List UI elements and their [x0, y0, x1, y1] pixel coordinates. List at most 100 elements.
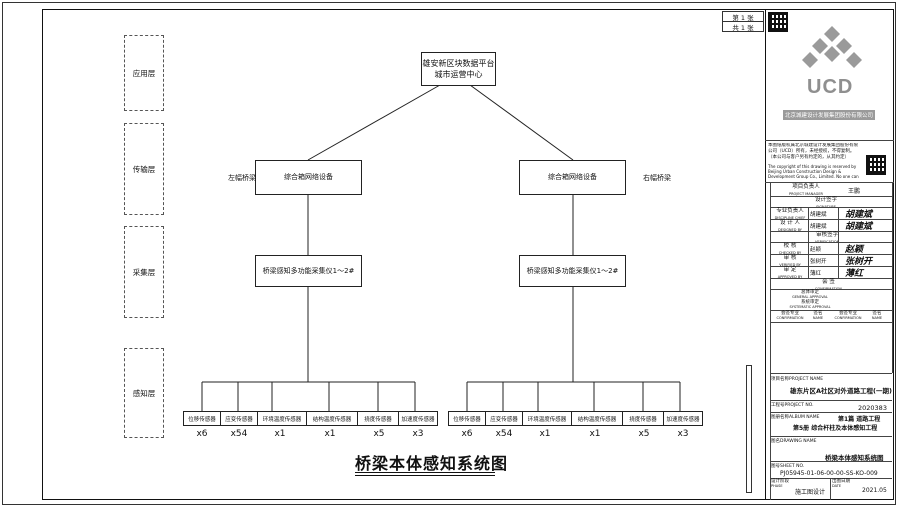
approver-name: 薄红	[810, 271, 822, 277]
tb-vline	[892, 182, 893, 373]
job-no: 2020383	[858, 404, 887, 412]
drawing-name-label: 图名DRAWING NAME	[771, 439, 817, 444]
qr-code-top	[768, 12, 788, 32]
left-bridge-label: 左幅桥梁	[228, 174, 256, 182]
checker-signature: 赵颖	[845, 245, 864, 255]
drawing-title: 桥梁本体感知系统图	[355, 454, 509, 473]
layer-collection: 采集层	[124, 226, 164, 318]
drawing-frame	[42, 9, 894, 500]
count-right-deflection: x5	[638, 429, 650, 439]
tb-line	[765, 182, 894, 183]
sensor-left-displacement: 位移传感器	[183, 411, 221, 426]
tb-vline	[838, 207, 839, 278]
tb-line	[770, 373, 892, 374]
tb-line	[765, 140, 894, 141]
job-no-label: 工程号PROJECT NO.	[771, 403, 814, 408]
sensor-right-displacement: 位移传感器	[448, 411, 486, 426]
sensor-left-acceleration: 加速度传感器	[398, 411, 438, 426]
network-device-left: 综合箱网络设备	[255, 160, 362, 195]
verifier-name: 张树开	[810, 259, 827, 265]
tb-line	[770, 310, 892, 311]
title-underline-1	[355, 472, 495, 473]
sensor-right-env-temp: 环境温度传感器	[522, 411, 572, 426]
album-label: 图册名称ALBUM NAME	[771, 415, 820, 420]
approver-signature: 薄红	[845, 269, 864, 279]
title-strip	[746, 365, 752, 493]
count-left-strain: x54	[230, 429, 248, 439]
project-name-label: 项目名称PROJECT NAME	[771, 377, 824, 382]
count-left-struct-temp: x1	[324, 429, 336, 439]
designer-signature: 胡建斌	[845, 222, 873, 232]
count-left-env-temp: x1	[274, 429, 286, 439]
tb-line	[770, 254, 892, 255]
album-part: 第1篇 道路工程	[838, 416, 881, 423]
count-right-displacement: x6	[461, 429, 473, 439]
title-underline-2	[355, 475, 495, 476]
tb-line	[770, 207, 892, 208]
verifier-signature: 张树开	[845, 257, 873, 267]
issue-date: 2021.05	[862, 487, 887, 494]
drawing-name: 桥梁本体感知系统图	[825, 454, 884, 462]
sensor-right-struct-temp: 结构温度传感器	[571, 411, 623, 426]
count-left-acceleration: x3	[412, 429, 424, 439]
sheet-total: 共 1 张	[722, 21, 764, 32]
sensor-left-struct-temp: 结构温度传感器	[306, 411, 358, 426]
checker-name: 赵颖	[810, 247, 822, 253]
album-volume: 第5册 综合杆柱及本体感知工程	[793, 425, 878, 432]
sheet-no-label: 图号SHEET NO.	[771, 464, 805, 469]
count-right-env-temp: x1	[539, 429, 551, 439]
count-right-acceleration: x3	[677, 429, 689, 439]
tb-line	[770, 322, 892, 323]
tb-line	[770, 289, 892, 290]
tb-vline	[830, 478, 831, 500]
tb-line	[770, 219, 892, 220]
discipline-lead-signature: 胡建斌	[845, 210, 873, 220]
tb-line	[770, 461, 892, 462]
collector-left: 桥梁感知多功能采集仪1～2#	[255, 255, 362, 287]
sheet-no: PJ05945-01-06-00-00-SS-KO-009	[780, 470, 878, 477]
project-name: 雄东片区A社区对外道路工程(一期)	[790, 387, 892, 395]
tb-line	[770, 242, 892, 243]
tb-line	[770, 478, 892, 479]
tb-line	[770, 400, 892, 401]
collector-right: 桥梁感知多功能采集仪1～2#	[519, 255, 626, 287]
layer-sensing: 感知层	[124, 348, 164, 438]
title-block-divider	[765, 9, 766, 500]
sensor-left-env-temp: 环境温度传感器	[257, 411, 307, 426]
tb-line	[770, 266, 892, 267]
count-left-deflection: x5	[373, 429, 385, 439]
copyright-notice-cn: 本图纸版权属北京城建设计发展集团股份有限公司（UCD）所有，未经授权，不得复制。…	[768, 143, 858, 160]
tb-vline	[770, 373, 771, 500]
layer-application: 应用层	[124, 35, 164, 111]
ucd-logo-mark	[802, 26, 862, 68]
discipline-lead-role: 胡建斌	[810, 212, 827, 218]
tb-vline	[808, 207, 809, 278]
sensor-left-strain: 应变传感器	[220, 411, 258, 426]
platform-node: 雄安新区块数据平台 城市运营中心	[421, 52, 496, 86]
layer-transport: 传输层	[124, 123, 164, 215]
qr-code-bottom	[866, 155, 886, 175]
ucd-logo-text: UCD	[807, 76, 854, 98]
sensor-left-deflection: 挠度传感器	[357, 411, 399, 426]
count-right-struct-temp: x1	[589, 429, 601, 439]
sensor-right-deflection: 挠度传感器	[622, 411, 664, 426]
project-manager-name: 王鹏	[848, 188, 861, 195]
designer-role: 胡建斌	[810, 224, 827, 230]
network-device-right: 综合箱网络设备	[519, 160, 626, 195]
tb-line	[770, 412, 892, 413]
tb-line	[770, 278, 892, 279]
tb-line	[770, 196, 892, 197]
